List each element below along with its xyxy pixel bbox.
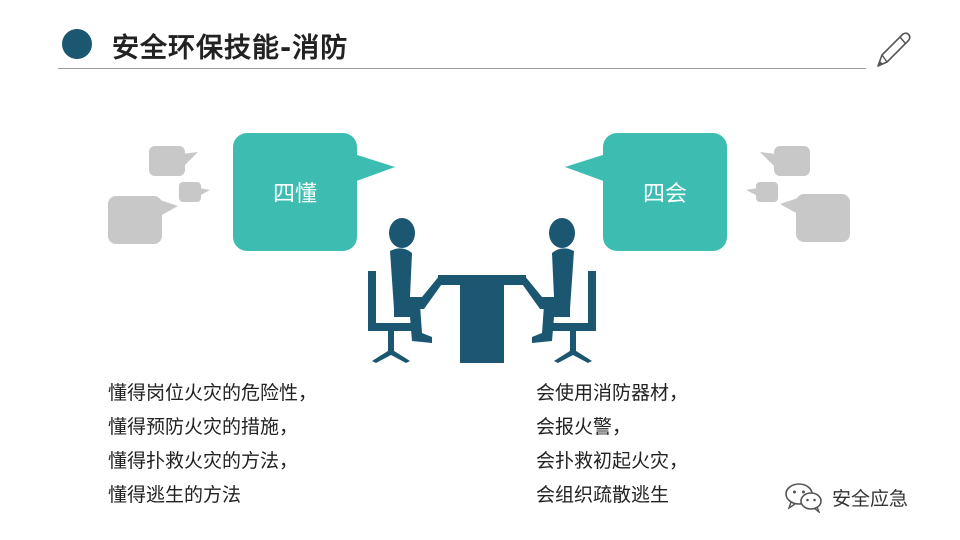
- list-item: 懂得扑救火灾的方法，: [108, 450, 299, 472]
- watermark-text: 安全应急: [832, 487, 909, 510]
- page-title: 安全环保技能-消防: [112, 33, 349, 64]
- speech-bubbles-icon: [108, 146, 210, 244]
- list-item: 会组织疏散逃生: [536, 484, 670, 506]
- bubble-label-left: 四懂: [272, 182, 317, 207]
- watermark: 安全应急: [784, 480, 908, 514]
- table-top: [438, 275, 526, 285]
- list-item: 懂得岗位火灾的危险性，: [108, 382, 318, 404]
- list-item: 会报火警，: [536, 416, 632, 438]
- title-bullet-dot: [62, 29, 92, 59]
- four-can-bubble: 四会: [565, 133, 727, 251]
- bubble-tail: [565, 153, 609, 183]
- table-pedestal: [460, 285, 504, 363]
- bubble-label-right: 四会: [642, 182, 687, 207]
- list-item: 会扑救初起火灾，: [536, 450, 689, 472]
- meeting-figures-illustration: [368, 218, 596, 363]
- bubble-tail: [351, 153, 395, 183]
- list-item: 会使用消防器材，: [536, 382, 689, 404]
- header-divider: [58, 68, 866, 69]
- speech-bubbles-icon: [746, 146, 850, 242]
- pen-icon: [877, 32, 911, 67]
- wechat-icon: [785, 483, 822, 513]
- four-understand-bubble: 四懂: [233, 133, 395, 251]
- four-can-list: 会使用消防器材， 会报火警， 会扑救初起火灾， 会组织疏散逃生: [536, 376, 688, 512]
- four-understand-list: 懂得岗位火灾的危险性， 懂得预防火灾的措施， 懂得扑救火灾的方法， 懂得逃生的方…: [108, 376, 317, 512]
- list-item: 懂得预防火灾的措施，: [108, 416, 299, 438]
- list-item: 懂得逃生的方法: [108, 484, 242, 506]
